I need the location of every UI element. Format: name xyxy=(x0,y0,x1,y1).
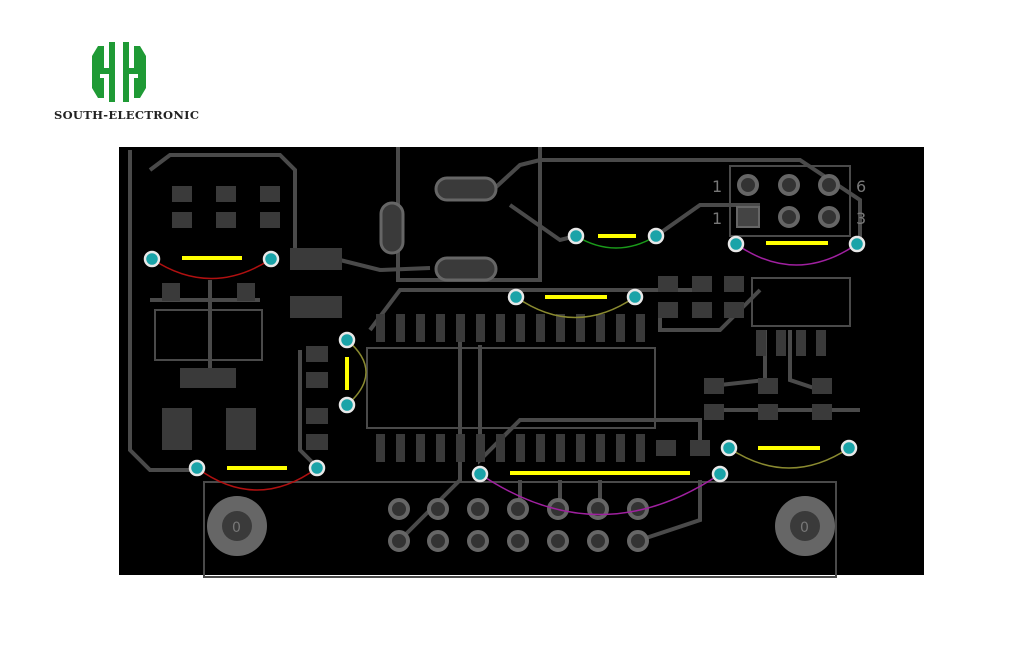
vias xyxy=(143,227,866,483)
mounting-holes xyxy=(207,496,835,556)
crystal xyxy=(379,176,498,282)
pin-label-bottom-left: 1 xyxy=(712,209,722,228)
smd-pads xyxy=(162,186,832,456)
jumper-wires xyxy=(182,234,828,475)
pin-header xyxy=(736,174,840,228)
logo-mark-icon xyxy=(92,42,146,102)
ic-pins xyxy=(376,314,645,462)
pin-label-top-left: 1 xyxy=(712,177,722,196)
company-logo: SOUTH-ELECTRONIC xyxy=(50,40,200,125)
pin-label-top-right: 6 xyxy=(856,177,866,196)
mounting-hole-label-right: 0 xyxy=(800,520,809,536)
company-name: SOUTH-ELECTRONIC xyxy=(54,108,200,122)
jumper-arcs xyxy=(151,235,858,516)
pin-label-bottom-right: 3 xyxy=(856,209,866,228)
mounting-hole-label-left: 0 xyxy=(232,520,241,536)
